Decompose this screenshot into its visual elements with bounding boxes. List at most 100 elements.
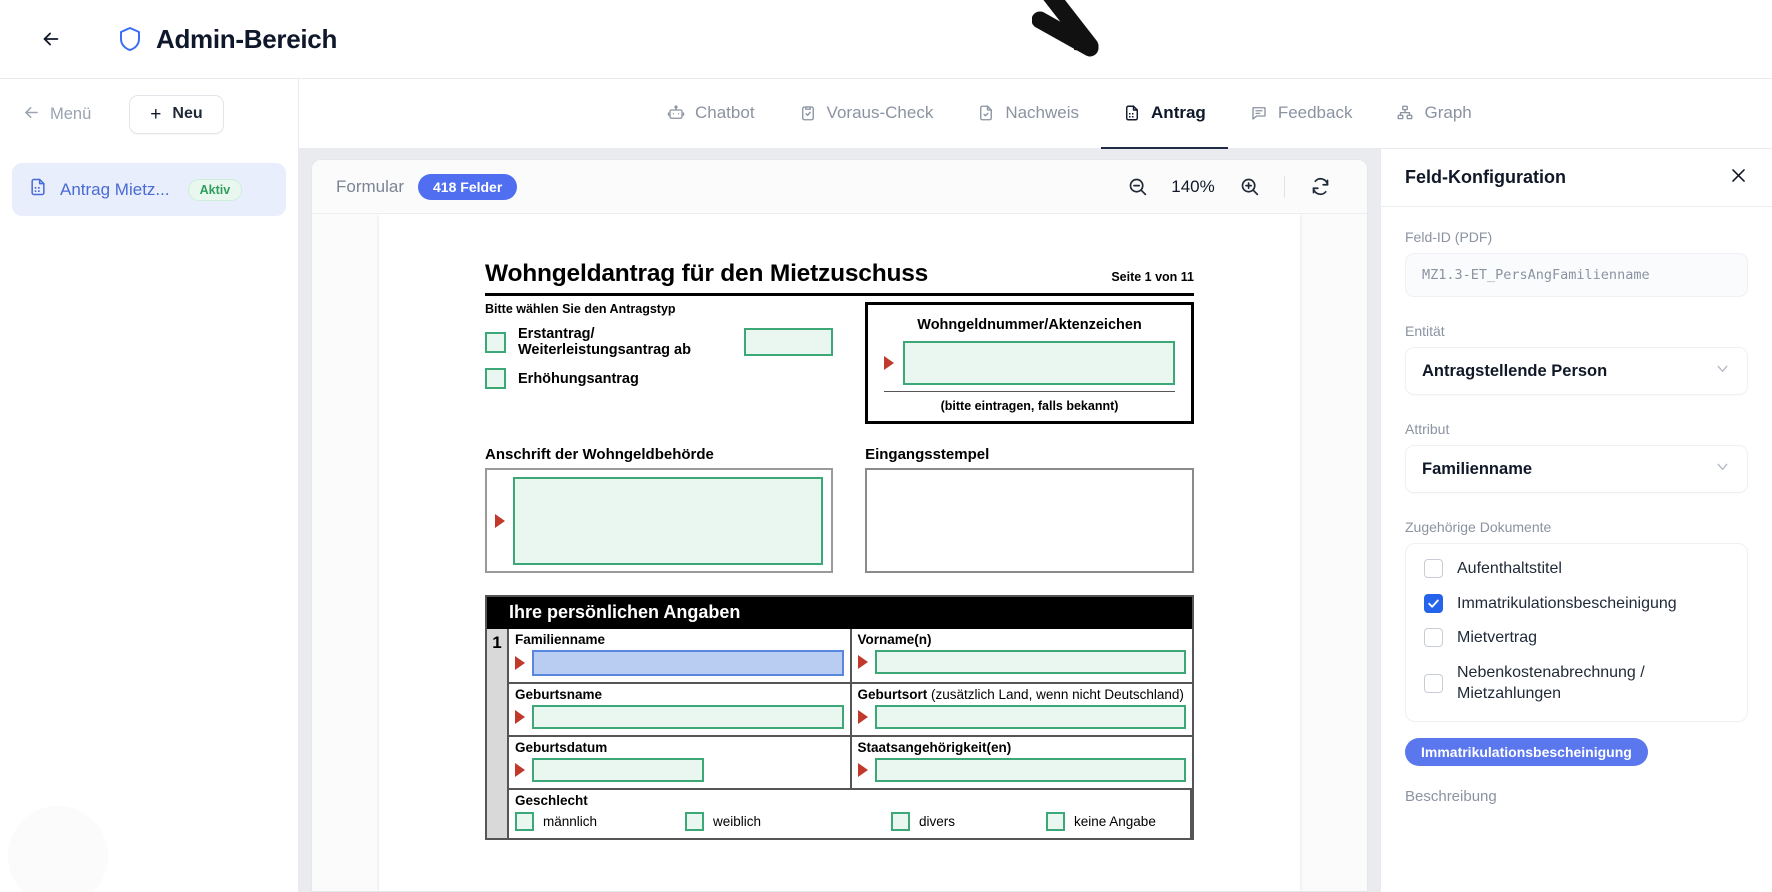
dokument-label: Aufenthaltstitel [1457, 560, 1562, 577]
table-row: Familienname Vorname(n) [509, 629, 1192, 684]
close-icon[interactable] [1729, 166, 1748, 189]
tab-feedback[interactable]: Feedback [1228, 79, 1375, 150]
red-triangle-icon [857, 763, 868, 777]
tab-voraus-check[interactable]: Voraus-Check [777, 79, 956, 150]
field-input-row [857, 705, 1186, 729]
dokument-option-immatrikulationsbescheinigung[interactable]: Immatrikulationsbescheinigung [1424, 593, 1729, 615]
red-triangle-icon [515, 763, 525, 777]
toolbar-controls: 140% [1114, 167, 1343, 207]
tab-label: Graph [1424, 103, 1472, 122]
tab-chatbot[interactable]: Chatbot [645, 79, 777, 150]
pdf-header: Wohngeldantrag für den Mietzuschuss Seit… [485, 260, 1194, 288]
geschlecht-option-maennlich[interactable]: männlich [515, 812, 685, 831]
anschrift-field[interactable] [513, 476, 824, 565]
document-sidebar: Antrag Mietz... Aktiv [0, 149, 299, 892]
pdf-checkbox[interactable] [1046, 812, 1065, 831]
pdf-title: Wohngeldantrag für den Mietzuschuss [485, 260, 929, 287]
dokument-label: Mietvertrag [1457, 629, 1538, 647]
dokument-option-nebenkostenabrechnung[interactable]: Nebenkostenabrechnung / Mietzahlungen [1424, 662, 1729, 705]
panel-body: Feld-ID (PDF) MZ1.3-ET_PersAngFamilienna… [1381, 207, 1772, 805]
familienname-input-selected[interactable] [532, 650, 844, 676]
geburtsname-input[interactable] [532, 705, 844, 729]
tab-nachweis[interactable]: Nachweis [955, 79, 1101, 150]
zoom-out-icon[interactable] [1114, 167, 1160, 207]
field-staatsangehoerigkeit: Staatsangehörigkeit(en) [852, 737, 1193, 788]
secondary-toolbar: Menü + Neu Chatbot Voraus-Check [0, 78, 1772, 150]
field-label: Staatsangehörigkeit(en) [857, 740, 1012, 755]
pdf-checkbox[interactable] [485, 368, 506, 389]
angaben-grid: Familienname Vorname(n) [509, 629, 1192, 838]
field-input-row [857, 650, 1186, 674]
anschrift-label: Anschrift der Wohngeldbehörde [485, 446, 714, 463]
pdf-checkbox[interactable] [515, 812, 534, 831]
anschrift-box [485, 468, 834, 573]
tab-label: Chatbot [695, 103, 755, 122]
dokument-label: Immatrikulationsbescheinigung [1457, 594, 1677, 612]
panel-header: Feld-Konfiguration [1381, 149, 1772, 207]
dokument-option-aufenthaltstitel[interactable]: Aufenthaltstitel [1424, 558, 1729, 580]
zoom-in-icon[interactable] [1226, 167, 1272, 207]
menu-label: Menü [50, 104, 92, 123]
geburtsort-input[interactable] [874, 705, 1186, 729]
antragstyp-date-field[interactable] [743, 328, 834, 356]
sidebar-item-antrag[interactable]: Antrag Mietz... Aktiv [12, 163, 286, 216]
geburtsdatum-input[interactable] [532, 758, 704, 782]
checkbox-checked[interactable] [1424, 593, 1443, 613]
arrow-left-icon [22, 103, 41, 125]
tab-antrag[interactable]: Antrag [1101, 79, 1228, 150]
menu-back-button[interactable]: Menü [22, 103, 91, 125]
tab-label: Feedback [1277, 103, 1353, 122]
field-label: Vorname(n) [857, 632, 932, 647]
chevron-down-icon [1714, 360, 1731, 382]
network-icon [1396, 104, 1414, 122]
feld-id-label: Feld-ID (PDF) [1405, 229, 1493, 245]
checkbox[interactable] [1424, 559, 1443, 579]
tab-graph[interactable]: Graph [1374, 79, 1493, 150]
shield-icon [118, 26, 142, 52]
staatsangehoerigkeit-input[interactable] [874, 758, 1186, 782]
attribut-value: Familienname [1422, 459, 1533, 478]
new-button[interactable]: + Neu [129, 94, 224, 134]
pdf-checkbox[interactable] [685, 812, 704, 831]
angaben-body: 1 Familienname [487, 629, 1192, 838]
message-square-icon [1250, 104, 1268, 122]
entitaet-select[interactable]: Antragstellende Person [1405, 347, 1748, 395]
app-header: Admin-Bereich [0, 0, 1772, 78]
tab-label: Antrag [1151, 103, 1206, 122]
geschlecht-option-divers[interactable]: divers [891, 812, 1046, 831]
wohngeldnummer-field[interactable] [903, 341, 1175, 385]
geschlecht-option-weiblich[interactable]: weiblich [685, 812, 891, 831]
dokumente-label: Zugehörige Dokumente [1405, 519, 1552, 535]
antragstyp-option-2[interactable]: Erhöhungsantrag [485, 368, 833, 389]
pdf-title-rule [485, 293, 1194, 296]
persoenliche-angaben-table: Ihre persönlichen Angaben 1 Familienname [485, 595, 1194, 840]
robot-icon [667, 104, 685, 122]
angaben-section-title: Ihre persönlichen Angaben [487, 597, 1192, 629]
pdf-content: Wohngeldantrag für den Mietzuschuss Seit… [379, 260, 1300, 840]
back-button[interactable] [34, 22, 68, 56]
red-triangle-icon [515, 710, 525, 724]
checkbox[interactable] [1424, 628, 1443, 648]
red-triangle-icon [857, 710, 868, 724]
checkbox[interactable] [1424, 673, 1443, 693]
eingangsstempel-label: Eingangsstempel [865, 446, 990, 463]
red-triangle-icon [884, 356, 895, 370]
pdf-checkbox[interactable] [485, 331, 506, 353]
pdf-scroll-container[interactable]: Wohngeldantrag für den Mietzuschuss Seit… [312, 214, 1367, 891]
wohngeldnummer-box: Wohngeldnummer/Aktenzeichen (bitte eintr… [865, 302, 1194, 424]
vorname-input[interactable] [874, 650, 1186, 674]
field-geschlecht: Geschlecht männlich [509, 790, 1192, 838]
geschlecht-option-keine-angabe[interactable]: keine Angabe [1046, 812, 1156, 831]
selected-document-chip[interactable]: Immatrikulationsbescheinigung [1405, 737, 1648, 766]
attribut-select[interactable]: Familienname [1405, 445, 1748, 493]
antragstyp-option-1[interactable]: Erstantrag/ Weiterleistungsantrag ab [485, 326, 834, 358]
antragstyp-label: Erhöhungsantrag [518, 370, 639, 387]
pdf-checkbox[interactable] [891, 812, 910, 831]
dokument-option-mietvertrag[interactable]: Mietvertrag [1424, 627, 1729, 649]
refresh-icon[interactable] [1297, 167, 1343, 207]
geschlecht-options: männlich weiblich [515, 808, 1184, 831]
eingangsstempel-box [865, 468, 1194, 573]
tab-bar: Chatbot Voraus-Check Nachweis Antrag [299, 79, 1494, 150]
field-label: Geburtsname [515, 687, 603, 702]
